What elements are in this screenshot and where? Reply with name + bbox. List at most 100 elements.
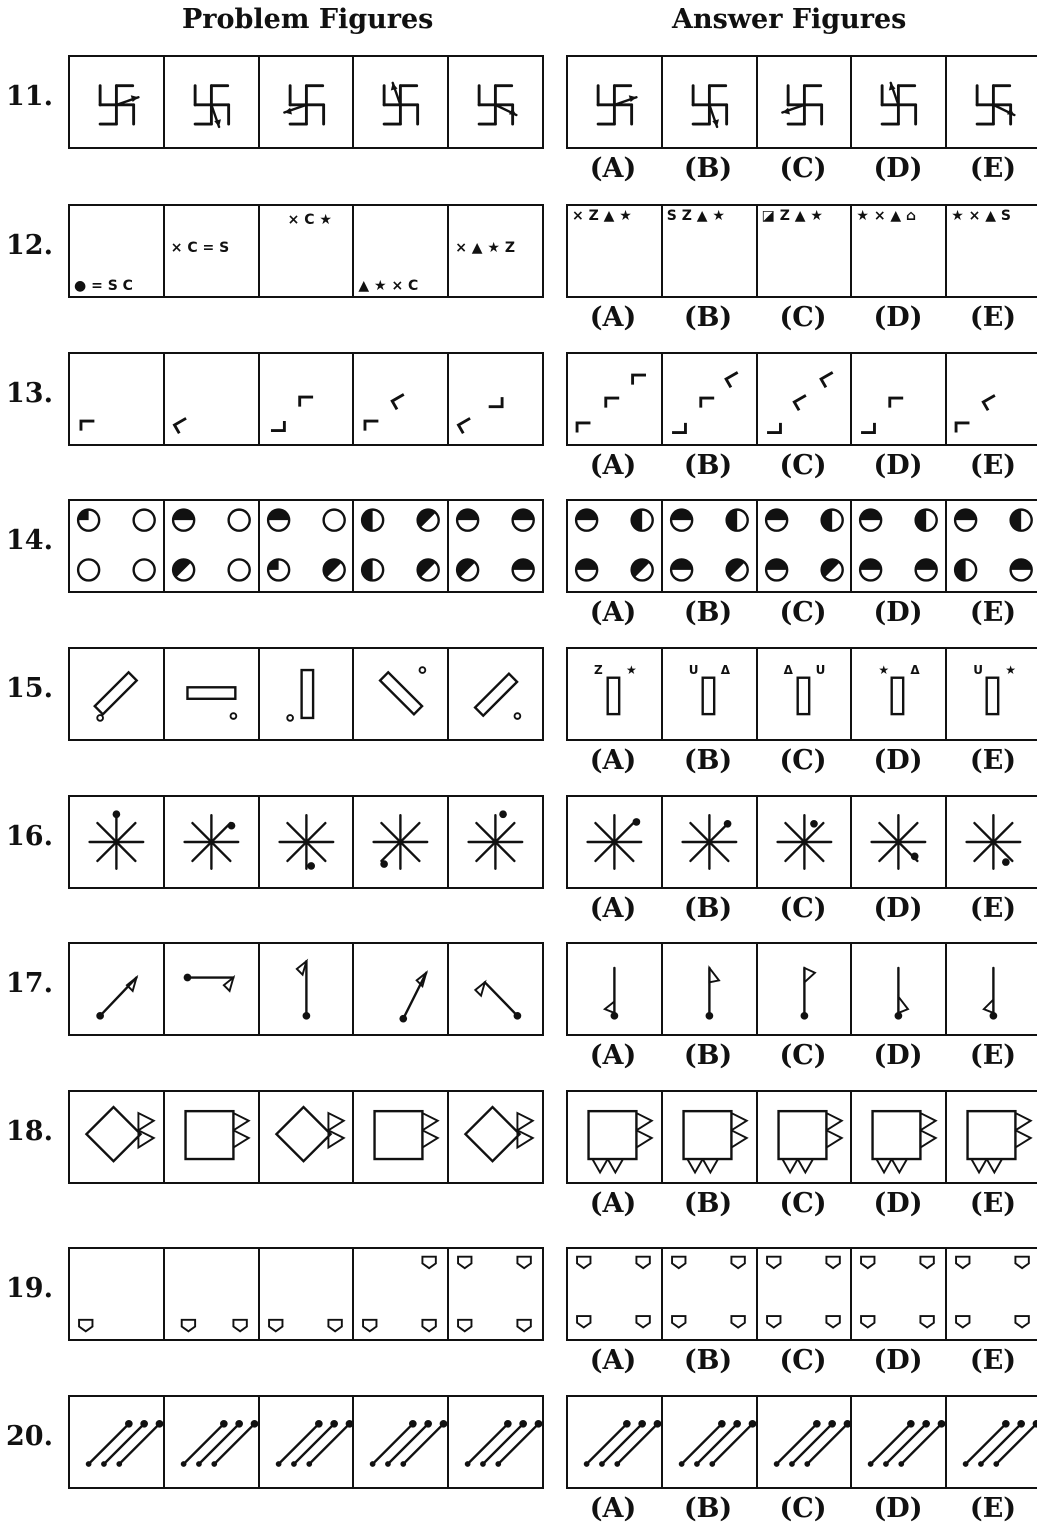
answer-figure-b[interactable] (661, 797, 756, 887)
problem-figure-3 (258, 501, 353, 591)
problem-figure-5 (447, 944, 542, 1034)
answer-figure-b[interactable]: S Z ▲ ★ (661, 206, 756, 296)
figure-drawing (165, 944, 258, 1034)
symbol-sequence: ★ × ▲ ⌂ (856, 208, 916, 224)
answer-figure-d[interactable] (850, 944, 945, 1034)
answer-label-a: (A) (566, 153, 660, 184)
figure-drawing (663, 1397, 756, 1487)
problem-figure-5 (447, 649, 542, 739)
figure-drawing (70, 1092, 163, 1182)
figure-drawing (947, 1092, 1037, 1182)
answer-figure-e[interactable] (945, 1397, 1037, 1487)
answer-figure-b[interactable] (661, 57, 756, 147)
answer-figure-a[interactable] (568, 1092, 661, 1182)
figure-drawing (852, 1397, 945, 1487)
answer-figure-a[interactable] (568, 501, 661, 591)
left-symbol: ★ (878, 663, 889, 677)
symbol-sequence: ▲ ★ × C (358, 278, 418, 294)
answer-figure-d[interactable]: ★ × ▲ ⌂ (850, 206, 945, 296)
figure-drawing (852, 649, 945, 739)
symbol-sequence: S Z ▲ ★ (667, 208, 725, 224)
answer-figure-a[interactable] (568, 944, 661, 1034)
answer-figure-a[interactable] (568, 354, 661, 444)
answer-label-b: (B) (661, 450, 755, 481)
answer-figure-e[interactable]: ★ × ▲ S (945, 206, 1037, 296)
answer-figure-c[interactable] (756, 1249, 851, 1339)
figure-drawing (852, 354, 945, 444)
answer-figure-c[interactable] (756, 354, 851, 444)
answer-label-e: (E) (946, 1345, 1037, 1376)
question-number: 13. (6, 378, 53, 409)
figure-drawing (568, 944, 661, 1034)
answer-figure-e[interactable] (945, 944, 1037, 1034)
problem-figures-strip (68, 1090, 544, 1184)
problem-figure-1 (70, 501, 163, 591)
answer-figure-a[interactable] (568, 1249, 661, 1339)
answer-figure-e[interactable] (945, 1249, 1037, 1339)
figure-drawing (568, 797, 661, 887)
answer-label-e: (E) (946, 597, 1037, 628)
figure-drawing (568, 501, 661, 591)
answer-figure-a[interactable]: × Z ▲ ★ (568, 206, 661, 296)
answer-figure-c[interactable] (756, 797, 851, 887)
answer-figure-b[interactable] (661, 1397, 756, 1487)
answer-figure-c[interactable] (756, 1397, 851, 1487)
figure-drawing (260, 354, 353, 444)
answer-figure-e[interactable] (945, 57, 1037, 147)
answer-figure-d[interactable] (850, 1092, 945, 1182)
figure-drawing (568, 1397, 661, 1487)
answer-figure-e[interactable]: U★ (945, 649, 1037, 739)
problem-figures-strip (68, 795, 544, 889)
answer-figure-a[interactable] (568, 1397, 661, 1487)
answer-figure-c[interactable]: ◪ Z ▲ ★ (756, 206, 851, 296)
answer-figure-b[interactable] (661, 1092, 756, 1182)
figure-drawing (354, 944, 447, 1034)
symbol-sequence: ★ × ▲ S (951, 208, 1011, 224)
answer-figure-d[interactable] (850, 501, 945, 591)
problem-figures-strip (68, 1395, 544, 1489)
answer-figure-a[interactable] (568, 797, 661, 887)
figure-drawing (758, 501, 851, 591)
answer-figure-e[interactable] (945, 501, 1037, 591)
problem-figure-1 (70, 797, 163, 887)
answer-figure-e[interactable] (945, 1092, 1037, 1182)
figure-drawing (758, 797, 851, 887)
figure-drawing (568, 649, 661, 739)
answer-figure-a[interactable] (568, 57, 661, 147)
answer-figure-d[interactable] (850, 1397, 945, 1487)
figure-drawing (663, 1249, 756, 1339)
right-symbol: ★ (1005, 663, 1016, 677)
answer-figure-b[interactable] (661, 354, 756, 444)
answer-figure-b[interactable] (661, 944, 756, 1034)
problem-figure-4 (352, 501, 447, 591)
figure-drawing (663, 501, 756, 591)
answer-figure-d[interactable] (850, 797, 945, 887)
problem-figure-3 (258, 57, 353, 147)
answer-figure-d[interactable] (850, 354, 945, 444)
figure-drawing (852, 57, 945, 147)
answer-label-a: (A) (566, 1040, 660, 1071)
answer-label-d: (D) (851, 302, 945, 333)
problem-figures-strip (68, 942, 544, 1036)
answer-figure-d[interactable]: ★Δ (850, 649, 945, 739)
problem-figure-1 (70, 944, 163, 1034)
answer-figure-e[interactable] (945, 354, 1037, 444)
answer-figure-c[interactable] (756, 501, 851, 591)
answer-figure-a[interactable]: Z★ (568, 649, 661, 739)
answer-figure-e[interactable] (945, 797, 1037, 887)
answer-figure-c[interactable] (756, 1092, 851, 1182)
answer-figure-d[interactable] (850, 1249, 945, 1339)
figure-drawing (449, 649, 542, 739)
figure-drawing (663, 944, 756, 1034)
answer-figure-d[interactable] (850, 57, 945, 147)
problem-figure-4 (352, 354, 447, 444)
figure-drawing (354, 1249, 447, 1339)
answer-figure-c[interactable] (756, 57, 851, 147)
figure-drawing (165, 1249, 258, 1339)
answer-figure-b[interactable] (661, 1249, 756, 1339)
problem-figure-2: × C = S (163, 206, 258, 296)
answer-figure-c[interactable] (756, 944, 851, 1034)
answer-figure-b[interactable] (661, 501, 756, 591)
